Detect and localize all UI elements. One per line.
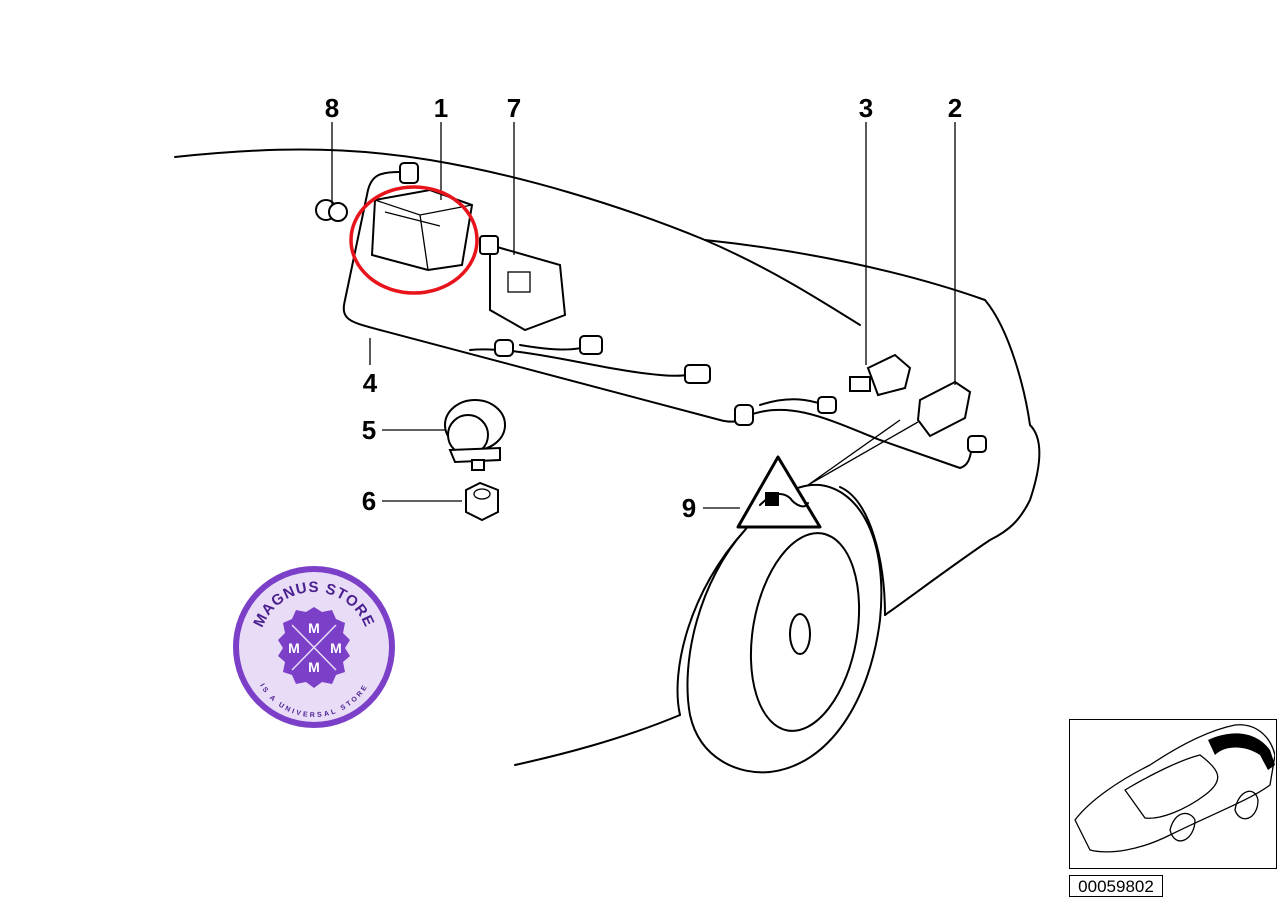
callout-8: 8 <box>325 93 339 123</box>
warning-label <box>736 455 822 529</box>
callout-3: 3 <box>859 93 873 123</box>
part-nut <box>465 481 499 522</box>
callout-7: 7 <box>507 93 521 123</box>
wheel <box>676 483 883 774</box>
svg-text:M: M <box>308 659 320 675</box>
car-overview-icon <box>1074 724 1275 853</box>
callout-2: 2 <box>948 93 962 123</box>
callout-4: 4 <box>363 368 378 398</box>
car-body-outline <box>174 148 1041 766</box>
callout-1: 1 <box>434 93 448 123</box>
wiring-harness <box>342 162 987 469</box>
part-sensor-2 <box>916 380 972 438</box>
svg-text:M: M <box>308 620 320 636</box>
leader-lines <box>331 122 956 509</box>
callout-9: 9 <box>682 493 696 523</box>
svg-text:M: M <box>330 640 342 656</box>
callout-6: 6 <box>362 486 376 516</box>
part-grommet <box>315 199 348 222</box>
callout-5: 5 <box>362 415 376 445</box>
part-bracket <box>479 235 567 332</box>
part-sensor-3 <box>849 353 912 397</box>
part-speaker <box>444 399 506 471</box>
reference-number: 00059802 <box>1069 875 1163 897</box>
store-logo: MAGNUS STORE IS A UNIVERSAL STORE M M M … <box>233 566 395 728</box>
vehicle-location-thumbnail <box>1069 719 1277 869</box>
svg-text:M: M <box>288 640 300 656</box>
highlight-circle <box>349 185 479 295</box>
